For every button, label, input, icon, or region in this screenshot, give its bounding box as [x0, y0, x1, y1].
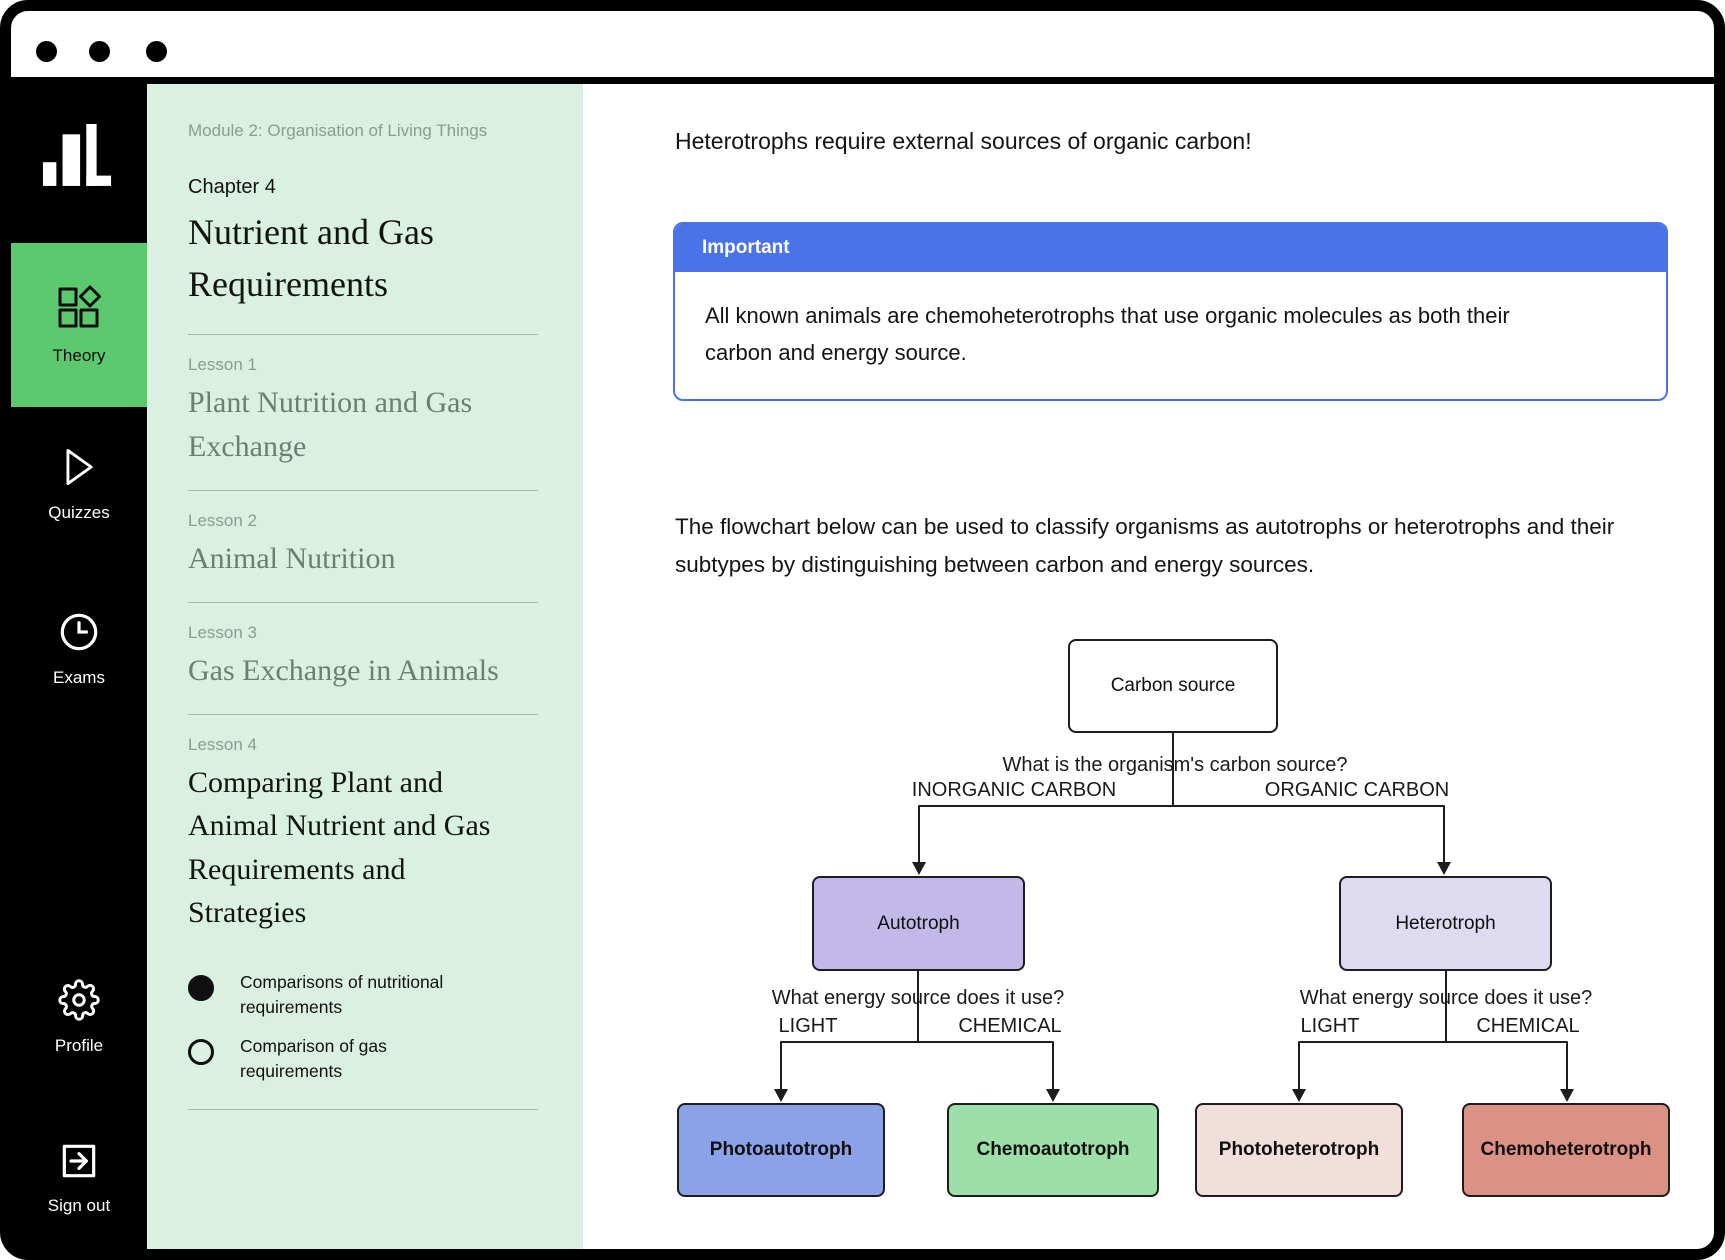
lesson-title[interactable]: Comparing Plant and Animal Nutrient and …: [188, 766, 491, 929]
sidebar-divider: [188, 602, 538, 604]
section-progress-dot-empty: [188, 1038, 214, 1065]
lesson-intro-text: Heterotrophs require external sources of…: [675, 128, 1252, 154]
flowchart-question-energy-right: What energy source does it use?: [1299, 987, 1593, 1009]
window-titlebar: [11, 11, 1714, 77]
callout-body: All known animals are chemoheterotrophs …: [705, 303, 1510, 365]
sidebar-item-label: Exams: [53, 668, 105, 687]
classification-flowchart: Carbon source What is the organism's car…: [583, 575, 1715, 1249]
flowchart-node-carbon-source: Carbon source: [1068, 639, 1278, 733]
window-control-dot[interactable]: [36, 41, 57, 62]
flowchart-branch-inorganic-carbon: INORGANIC CARBON: [911, 779, 1117, 801]
sidebar-item-sign-out[interactable]: Sign out: [11, 1141, 147, 1216]
sidebar-item-theory[interactable]: Theory: [11, 243, 147, 407]
category-icon: [56, 285, 102, 336]
sidebar-divider: [188, 334, 538, 336]
nav-rail: Theory Quizzes Exams Profile: [11, 84, 147, 1249]
section-progress-dot-filled: [188, 975, 214, 1002]
flowchart-branch-organic-carbon: ORGANIC CARBON: [1264, 779, 1450, 801]
flowchart-node-chemoheterotroph: Chemoheterotroph: [1462, 1103, 1670, 1197]
lesson-label: Lesson 3: [188, 623, 257, 643]
lesson-item-1[interactable]: Lesson 1 Plant Nutrition and Gas Exchang…: [188, 335, 538, 489]
lesson-item-3[interactable]: Lesson 3 Gas Exchange in Animals: [188, 603, 538, 714]
lesson-label: Lesson 1: [188, 355, 257, 375]
flowchart-question-carbon: What is the organism's carbon source?: [1002, 754, 1348, 776]
callout-title: Important: [675, 224, 1666, 272]
flowchart-branch-chemical-left: CHEMICAL: [958, 1015, 1062, 1037]
clock-icon: [58, 611, 100, 658]
sidebar-item-quizzes[interactable]: Quizzes: [11, 446, 147, 523]
sidebar-item-label: Theory: [52, 345, 106, 365]
sidebar-divider: [188, 714, 538, 716]
flowchart-node-chemoautotroph: Chemoautotroph: [947, 1103, 1159, 1197]
bar-chart-logo-icon: [42, 124, 112, 186]
window-control-dot[interactable]: [146, 41, 167, 62]
section-label: Comparison of gas requirements: [240, 1035, 387, 1081]
flowchart-connectors: [774, 732, 1574, 1102]
section-label: Comparisons of nutritional requirements: [240, 972, 444, 1017]
lesson-content: Heterotrophs require external sources of…: [583, 84, 1715, 1249]
sidebar-divider: [188, 489, 538, 491]
chapter-label: Chapter 4: [188, 176, 276, 199]
sidebar-item-profile[interactable]: Profile: [11, 979, 147, 1056]
sidebar-item-label: Profile: [54, 1036, 104, 1055]
flowchart-node-photoheterotroph: Photoheterotroph: [1195, 1103, 1403, 1197]
flowchart-branch-chemical-right: CHEMICAL: [1476, 1015, 1580, 1037]
sidebar-item-label: Quizzes: [48, 503, 110, 522]
sign-out-icon: [59, 1141, 99, 1186]
lesson-section-nutritional-requirements[interactable]: Comparisons of nutritional requirements: [188, 970, 538, 1020]
window-control-dot[interactable]: [89, 41, 110, 62]
lesson-sidebar: Module 2: Organisation of Living Things …: [147, 84, 583, 1249]
chapter-title: Nutrient and Gas Requirements: [188, 212, 434, 304]
titlebar-divider: [0, 77, 1725, 84]
lesson-title[interactable]: Gas Exchange in Animals: [188, 654, 499, 688]
flowchart-node-photoautotroph: Photoautotroph: [677, 1103, 885, 1197]
flowchart-question-energy-left: What energy source does it use?: [771, 987, 1065, 1009]
module-breadcrumb: Module 2: Organisation of Living Things: [188, 121, 488, 140]
flowchart-branch-light-left: LIGHT: [778, 1015, 838, 1037]
flowchart-node-autotroph: Autotroph: [812, 876, 1025, 971]
flowchart-node-heterotroph: Heterotroph: [1339, 876, 1552, 971]
sidebar-divider: [188, 1109, 538, 1111]
gear-icon: [58, 979, 100, 1026]
flowchart-branch-light-right: LIGHT: [1300, 1015, 1360, 1037]
sidebar-item-exams[interactable]: Exams: [11, 611, 147, 688]
lesson-label: Lesson 4: [188, 735, 257, 755]
important-callout: Important All known animals are chemohet…: [673, 222, 1668, 401]
play-icon: [62, 446, 96, 493]
lesson-title[interactable]: Animal Nutrition: [188, 541, 396, 575]
sidebar-item-label: Sign out: [47, 1196, 111, 1215]
flowchart-description: The flowchart below can be used to class…: [675, 514, 1615, 577]
lesson-label: Lesson 2: [188, 510, 257, 530]
lesson-item-4-current[interactable]: Lesson 4 Comparing Plant and Animal Nutr…: [188, 715, 538, 956]
lesson-item-2[interactable]: Lesson 2 Animal Nutrition: [188, 491, 538, 602]
lesson-section-gas-requirements[interactable]: Comparison of gas requirements: [188, 1034, 538, 1084]
app-logo[interactable]: [39, 124, 115, 193]
lesson-title[interactable]: Plant Nutrition and Gas Exchange: [188, 386, 473, 463]
